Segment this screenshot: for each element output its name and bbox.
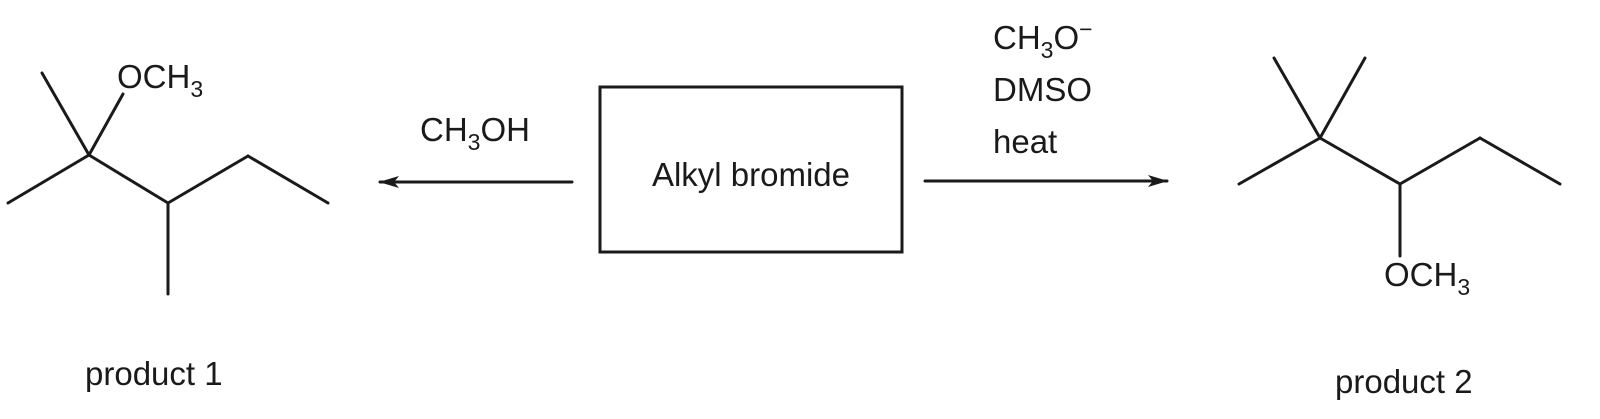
right-reagent-condition: heat — [993, 123, 1057, 160]
product1-bond — [6, 153, 91, 205]
product2-bond — [1318, 56, 1367, 140]
product2-label: product 2 — [1335, 363, 1473, 400]
product2-structure: OCH3 — [1237, 56, 1562, 300]
product1-bond — [246, 154, 330, 205]
starting-material-box — [598, 85, 904, 254]
starting-material-label: Alkyl bromide — [652, 156, 850, 193]
product1-bond — [40, 71, 91, 157]
left-reagent-methanol: CH3OH — [420, 111, 530, 155]
product2-bond — [1237, 136, 1322, 186]
right-reagent-methoxide: CH3O− — [993, 16, 1093, 63]
product1-bond — [87, 153, 170, 205]
product1-label: product 1 — [85, 355, 223, 392]
product2-bond — [1398, 136, 1482, 186]
product2-bond — [1318, 136, 1402, 186]
product1-bond — [166, 154, 250, 205]
product1-structure: OCH3 — [6, 58, 330, 296]
right-reagent-solvent: DMSO — [993, 71, 1092, 108]
product2-bond — [1478, 136, 1562, 186]
product1-bond-to-oxygen — [87, 92, 125, 157]
product2-bond — [1272, 56, 1322, 140]
product1-methoxy-label: OCH3 — [117, 58, 203, 102]
product2-methoxy-label: OCH3 — [1384, 256, 1470, 300]
